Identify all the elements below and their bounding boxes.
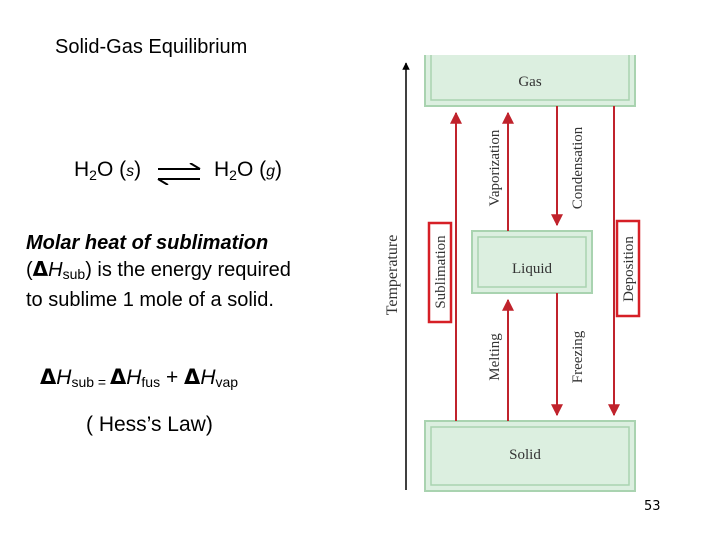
sublimation-label-box: Sublimation [427, 221, 453, 324]
freezing-label: Freezing [570, 330, 586, 383]
melting-label: Melting [487, 333, 503, 381]
definition-line-2: to sublime 1 mole of a solid. [26, 289, 274, 311]
hess-law-note: ( Hess’s Law) [86, 413, 213, 436]
phase-transition-diagram: Temperature Gas Liquid Solid Vaporizatio… [384, 55, 641, 492]
temperature-axis-label: Temperature [384, 235, 401, 316]
condensation-label: Condensation [570, 126, 586, 209]
product-formula: H2O (g) [214, 158, 283, 183]
definition-heading: Molar heat of sublimation [26, 232, 269, 254]
equilibrium-arrows-icon [157, 163, 201, 185]
vaporization-label: Vaporization [487, 129, 503, 206]
gas-box: Gas [424, 55, 636, 107]
sublimation-label: Sublimation [433, 235, 449, 309]
deposition-label-box: Deposition [615, 219, 641, 318]
liquid-box: Liquid [471, 230, 593, 294]
deposition-label: Deposition [621, 236, 637, 302]
definition-block: Molar heat of sublimation (ΔHsub) is the… [26, 230, 366, 313]
slide-title: Solid-Gas Equilibrium [55, 36, 248, 58]
gas-label: Gas [518, 74, 541, 90]
page-number: 53 [644, 499, 661, 514]
reactant-formula: H2O (s) [74, 158, 142, 183]
liquid-label: Liquid [512, 261, 552, 277]
definition-line-1: (ΔHsub) is the energy required [26, 257, 291, 282]
solid-box: Solid [424, 420, 636, 492]
sublimation-formula: ΔHsub = ΔHfus + ΔHvap [40, 365, 239, 390]
solid-label: Solid [509, 447, 541, 463]
